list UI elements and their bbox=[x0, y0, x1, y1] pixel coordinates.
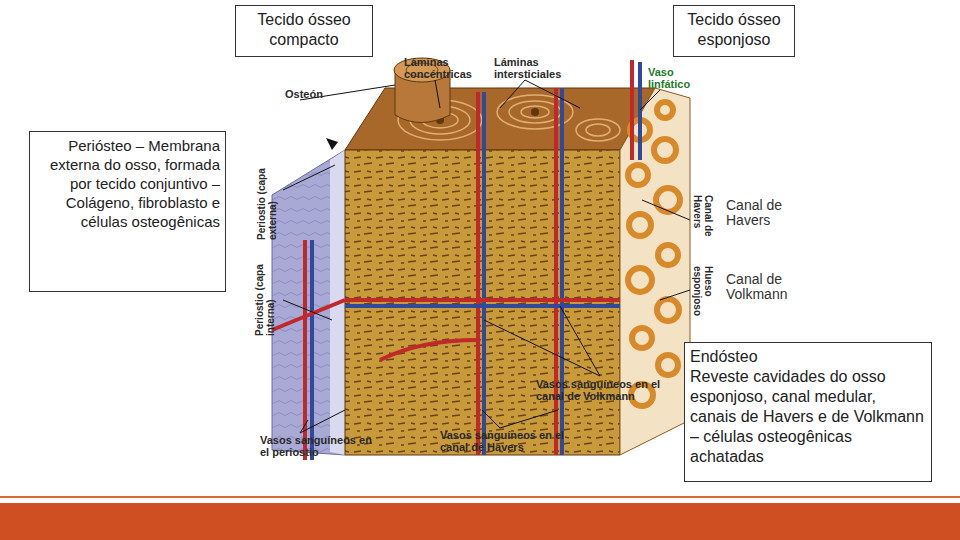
part-label: Hueso esponjoso bbox=[692, 266, 714, 332]
part-label: Láminas intersticiales bbox=[494, 56, 584, 80]
part-label: Vasos sanguíneos en el periostio bbox=[260, 434, 380, 458]
part-label: Canal de Havers bbox=[726, 198, 786, 229]
box-text: Periósteo – Membrana externa do osso, fo… bbox=[35, 136, 220, 231]
text-box: Tecido ósseo compacto bbox=[235, 5, 373, 57]
part-label: Láminas concéntricas bbox=[404, 56, 494, 80]
part-label: Canal de Havers bbox=[692, 195, 714, 247]
text-box: Tecido ósseo esponjoso bbox=[673, 5, 795, 57]
box-text: Reveste cavidades do osso esponjoso, can… bbox=[690, 367, 926, 467]
text-box: Periósteo – Membrana externa do osso, fo… bbox=[29, 131, 226, 292]
part-label: Periostio (capa interna) bbox=[254, 252, 276, 336]
part-label: Canal de Volkmann bbox=[726, 272, 806, 303]
box-title: Tecido ósseo compacto bbox=[241, 10, 367, 50]
part-label: Vasos sanguíneos en el canal de Volkmann bbox=[536, 378, 666, 402]
box-heading: Endósteo bbox=[690, 347, 926, 367]
box-title: Tecido ósseo esponjoso bbox=[679, 10, 789, 50]
part-label: Vaso linfático bbox=[648, 66, 708, 90]
text-box: EndósteoReveste cavidades do osso esponj… bbox=[684, 342, 932, 482]
part-label: Vasos sanguíneos en el canal de Havers bbox=[440, 429, 570, 453]
part-label: Periostio (capa externa) bbox=[256, 144, 278, 240]
part-label: Osteón bbox=[285, 88, 345, 100]
